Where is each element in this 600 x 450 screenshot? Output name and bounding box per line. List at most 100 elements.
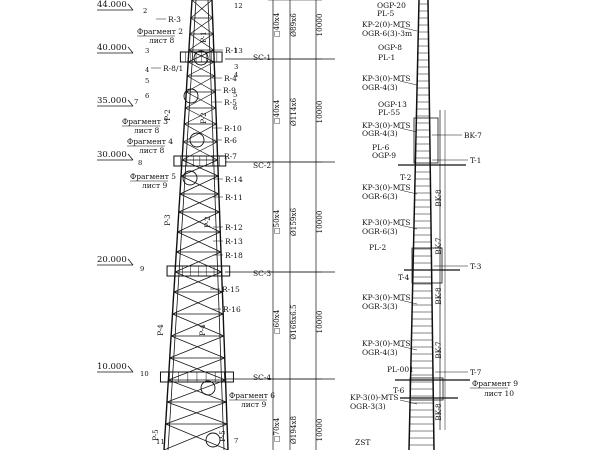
diagonal-brace [166,401,228,425]
right-tower-leg-R [427,0,435,450]
right-leader [399,26,418,32]
pipe-profile: Ø194х8 [289,415,298,444]
right-label: KP-2(0)-MTS [362,20,411,29]
diagonal-brace [184,123,218,143]
diagonal-brace [183,141,218,161]
section-mark: 3 [234,63,238,71]
tower-leg-L [163,0,193,450]
section-mark: 4 [145,66,149,74]
elevation-label: 10.000 [97,362,127,372]
segment-length: 10000 [315,418,324,441]
section-mark: 12 [234,2,243,10]
diagonal-brace [184,107,216,125]
diagonal-brace [179,175,219,195]
elevation-label: 20.000 [97,255,127,265]
diagonal-brace [173,291,224,315]
section-mark: 6 [233,104,237,112]
right-label: OGR-6(3) [362,227,398,236]
right-label: ZST [355,438,370,447]
diagonal-brace [187,61,215,77]
diagonal-brace [180,159,218,177]
r-label: R-11 [225,193,243,202]
section-mark: 10 [140,370,149,378]
p-label: P-2 [163,109,172,120]
diagonal-brace [179,193,220,213]
diagonal-brace [177,211,220,233]
diagonal-brace [166,379,226,403]
r-label: R-18 [225,251,243,260]
fragment-sheet: лист 8 [149,36,174,45]
p-label: P-3 [163,214,172,226]
elevation-mark [127,258,134,266]
fragment-title: Фрагмент 4 [127,137,173,146]
segment-length: 10000 [315,100,324,123]
right-label: PL-1 [378,53,395,62]
diagonal-brace [178,211,221,233]
elevation-label: 30.000 [97,150,127,160]
r-label: R-6 [224,136,237,145]
section-mark: 5 [145,77,149,85]
diagonal-brace [172,291,223,315]
right-leader [399,345,418,351]
p-label: P-5 [151,429,160,441]
right-label: OGR-4(3) [362,129,398,138]
p-label: P-2 [203,216,212,227]
fragment-sheet: лист 10 [484,389,514,398]
section-mark: 2 [143,7,147,15]
diagonal-brace [177,231,222,253]
diagonal-brace [180,175,220,195]
diagonal-brace [181,141,218,161]
fragment-title: Фрагмент 6 [229,391,275,400]
elevation-mark [127,3,134,11]
diagonal-brace [176,231,221,253]
fragment-sheet: лист 8 [139,146,164,155]
pipe-profile: Ø114х6 [289,97,298,126]
p-label: P-1 [199,31,208,42]
right-leader [399,189,418,195]
right-label: KP-3(0)-MTS [362,183,411,192]
fragment-sheet: лист 8 [134,126,159,135]
diagonal-brace [169,335,225,359]
pipe-profile: Ø168х6.5 [289,304,298,340]
elevation-label: 40.000 [97,43,127,53]
fragment-circle [200,380,216,396]
diagonal-brace [191,0,213,19]
sc-label: SC-2 [253,161,271,170]
diagonal-brace [168,379,227,403]
p-label: P-2 [199,112,208,123]
diagonal-brace [186,91,217,109]
diagonal-brace [163,423,228,450]
right-label: OGP-13 [378,100,407,109]
right-side-label: BK-8 [434,189,443,207]
segment-length: 10000 [315,210,324,233]
p-label: P-5 [218,430,227,442]
right-label: OGR-6(3) [362,192,398,201]
right-leader [399,127,418,133]
fragment-title: Фрагмент 2 [137,27,183,36]
pipe-profile: Ø89х6 [289,13,298,37]
right-label: KP-3(0)-MTS [362,74,411,83]
diagonal-brace [182,123,217,143]
fragment-title: Фрагмент 9 [472,379,518,388]
fragment-circle [183,88,199,104]
fragment-circle [189,132,205,148]
sc-label: SC-3 [253,269,271,278]
right-label: T-2 [400,173,412,182]
right-label: KP-3(0)-MTS [362,121,411,130]
diagonal-brace [189,33,214,51]
section-mark: 7 [234,437,238,445]
section-mark: 7 [134,98,138,106]
right-label: KP-3(0)-MTS [362,339,411,348]
diagonal-brace [178,193,220,213]
cage-box [411,247,443,284]
elevation-mark [127,46,134,54]
p-label: P-4 [198,324,207,336]
p-label: P-4 [156,324,165,336]
elevation-mark [127,99,134,107]
right-leader [399,224,418,230]
r-label: R-3 [168,15,181,24]
section-mark: 3 [145,47,149,55]
right-side-label: T-7 [470,368,482,377]
right-label: OGR-4(3) [362,83,398,92]
angle-profile: □60х4 [272,309,281,334]
